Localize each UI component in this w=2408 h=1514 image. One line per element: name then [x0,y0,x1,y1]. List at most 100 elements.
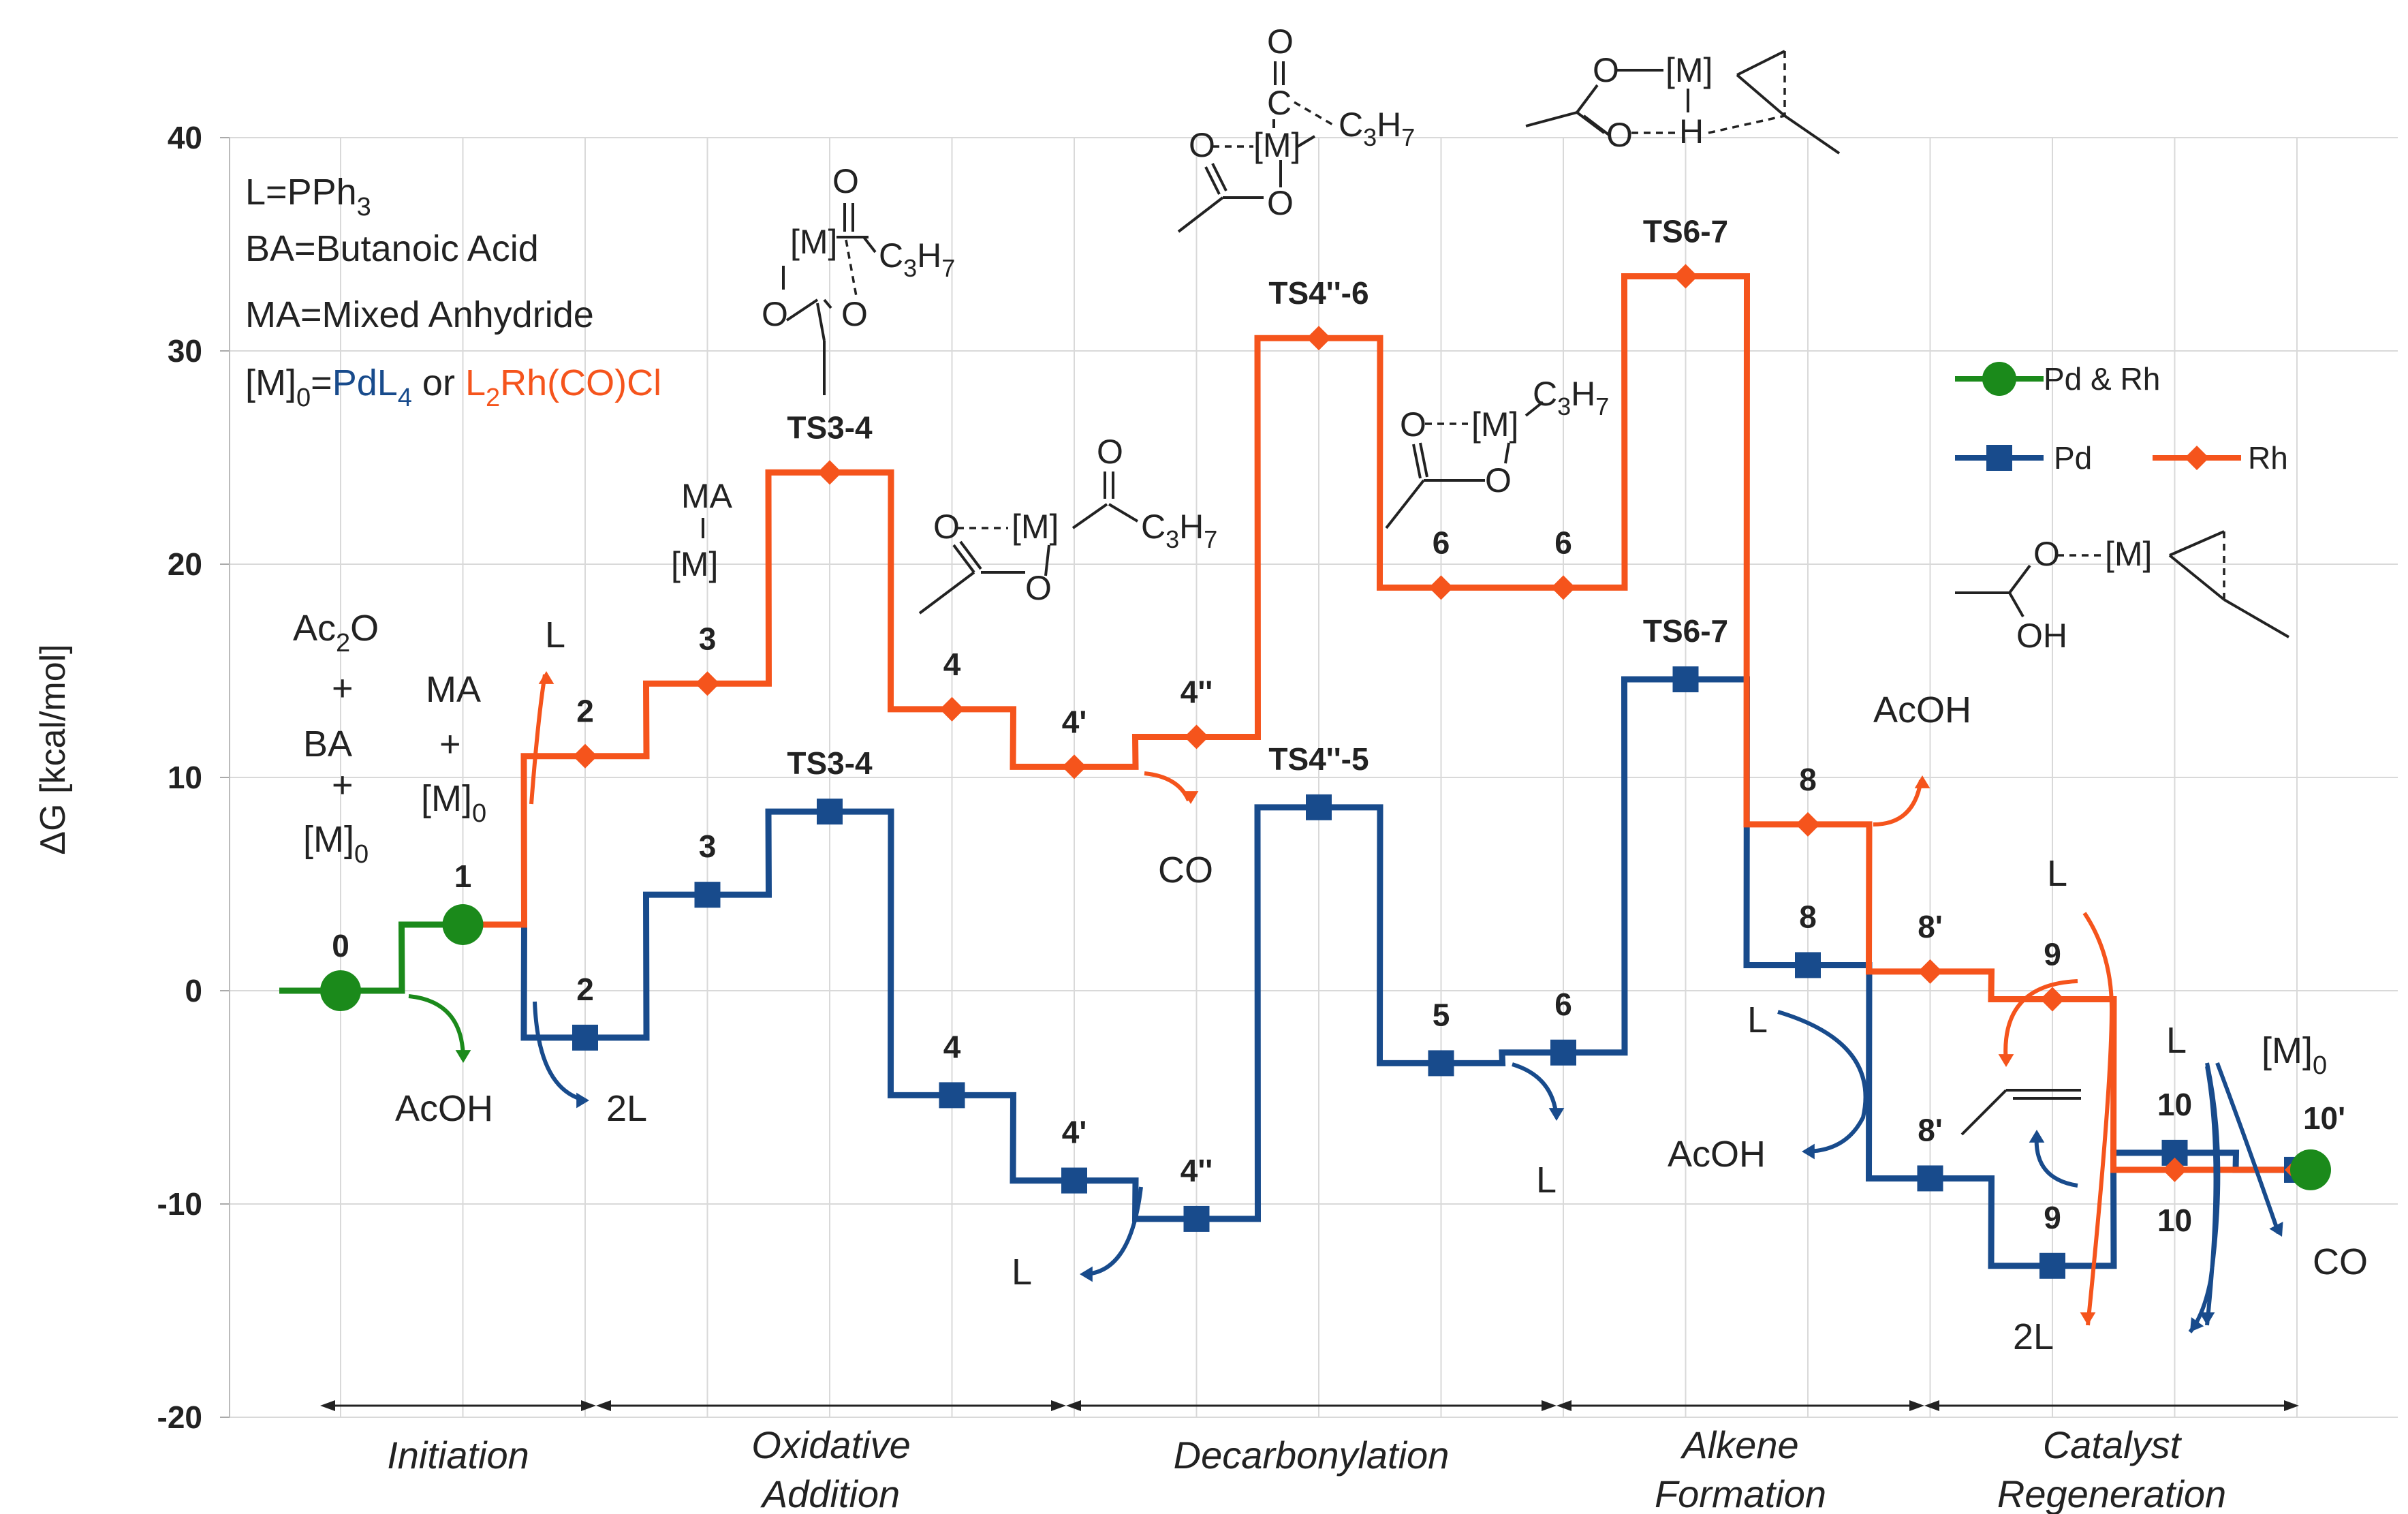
arrow-rh-acoh-head [1914,775,1930,788]
stage-arrow-head [320,1400,335,1411]
legend-pd-rh: Pd & Rh [2044,361,2160,397]
y-tick-label: 40 [168,120,202,155]
svg-text:MA: MA [681,477,733,515]
label-common: 1 [454,859,472,894]
stage-label: Alkene [1680,1423,1798,1466]
arrow-acoh-1-head [455,1050,471,1063]
svg-text:[M]: [M] [1666,51,1713,89]
arrow-pd-L-4p [1082,1186,1143,1276]
series-line-0 [279,921,463,994]
marker-rh [939,696,965,722]
label-pd: TS4''-5 [1268,741,1369,777]
svg-text:C: C [1267,84,1292,122]
pd-L-4p: L [1012,1252,1032,1293]
label-pd: TS3-4 [787,745,873,781]
svg-text:O: O [841,295,868,333]
label-rh: 4'' [1180,675,1213,710]
svg-text:O: O [1485,461,1512,499]
pd-acoh-8: AcOH [1668,1134,1766,1175]
rh-L-9: L [2047,853,2067,894]
arrow-pd-propene [2034,1134,2078,1188]
marker-rh [1918,959,1943,984]
rh-co: CO [1158,850,1213,891]
label-pd: 2 [576,972,594,1007]
marker-pd [817,799,843,825]
marker-pd [1672,666,1699,693]
svg-text:C3H7: C3H7 [1141,508,1217,553]
stage-arrow-head [596,1400,611,1411]
label-rh: 3 [699,621,717,656]
arrow-pd-2L [533,1001,587,1102]
label-pd: 10' [2303,1100,2345,1136]
marker-rh [1551,575,1576,600]
arrow-rh-L-10 [2082,912,2114,1326]
arrow-rh-L-9-head [1998,1054,2014,1067]
rh-acoh-8: AcOH [1873,690,1971,730]
arrow-pd-acoh-8 [1777,1010,1868,1154]
label-pd: 4' [1062,1115,1087,1150]
marker-rh [1673,264,1698,289]
label-pd: 4 [943,1029,961,1064]
arrow-rh-L-10-head [2080,1312,2096,1325]
stage-label: Catalyst [2043,1423,2183,1466]
marker-rh [1184,724,1209,750]
marker-rh [1062,754,1086,779]
svg-text:[M]: [M] [2105,535,2152,573]
label-pd: 5 [1433,997,1450,1032]
key-line-4: [M]0=PdL4 or L2Rh(CO)Cl [245,362,661,412]
marker-pd [2039,1252,2065,1279]
arrow-acoh-1 [408,994,465,1060]
svg-text:[M]0: [M]0 [2262,1030,2327,1080]
arrow-rh-L-head [538,671,554,684]
marker-rh [1428,575,1454,600]
label-pd: 6 [1554,987,1572,1022]
svg-text:C3H7: C3H7 [1533,375,1609,420]
initial-reagents: Ac2O + BA + [M]0 MA + [M]0 [293,608,486,869]
stage-label: Initiation [387,1434,529,1477]
svg-text:[M]: [M] [790,223,837,261]
arrow-pd-2L-9 [2205,1066,2218,1326]
svg-text:O: O [762,295,788,333]
svg-text:Ac2O: Ac2O [293,608,379,658]
structure-intermediate-6: O [M] C3H7 O [1385,375,1609,529]
svg-text:[M]: [M] [671,545,718,583]
arrow-pd-co-head [2269,1222,2283,1237]
arrow-rh-L [529,674,547,805]
y-tick-label: 0 [185,973,202,1008]
svg-text:BA: BA [303,724,352,764]
svg-text:+: + [332,668,354,709]
label-rh: 9 [2044,937,2061,972]
marker-rh [695,671,720,696]
legend: Pd & Rh Pd Rh [1955,361,2288,476]
svg-text:[M]0: [M]0 [303,819,369,869]
key-line-3: MA=Mixed Anhydride [245,294,594,335]
svg-text:[M]: [M] [1012,508,1059,546]
svg-text:O: O [933,508,960,546]
label-rh: 6 [1433,525,1450,560]
marker-pd [1550,1039,1576,1066]
label-rh: 4' [1062,704,1087,739]
arrow-pd-L-4p-head [1080,1266,1093,1282]
arrow-pd-L-9-head [2190,1317,2204,1332]
marker-rh [1796,812,1820,837]
series-line-2 [463,273,2297,1173]
stage-arrow-head [1557,1400,1572,1411]
structure-oxidative-ts: [M] O C3H7 O O [762,162,955,395]
legend-rh: Rh [2248,440,2288,476]
label-pd: 9 [2044,1200,2061,1235]
label-pd: 8' [1918,1112,1943,1147]
arrow-pd-propene-head [2029,1130,2045,1143]
marker-pd [1917,1165,1943,1192]
label-pd: 4'' [1180,1153,1213,1188]
marker-rh [573,743,597,769]
m0-final: [M] [2262,1030,2313,1071]
label-rh: 4 [943,647,961,682]
label-pd: TS6-7 [1643,613,1728,649]
curved-arrows [408,671,2283,1333]
marker-pd [939,1082,965,1109]
marker-common [442,903,484,945]
svg-text:O: O [1267,22,1294,61]
svg-text:O: O [1400,405,1426,444]
stage-arrow-head [1051,1400,1066,1411]
